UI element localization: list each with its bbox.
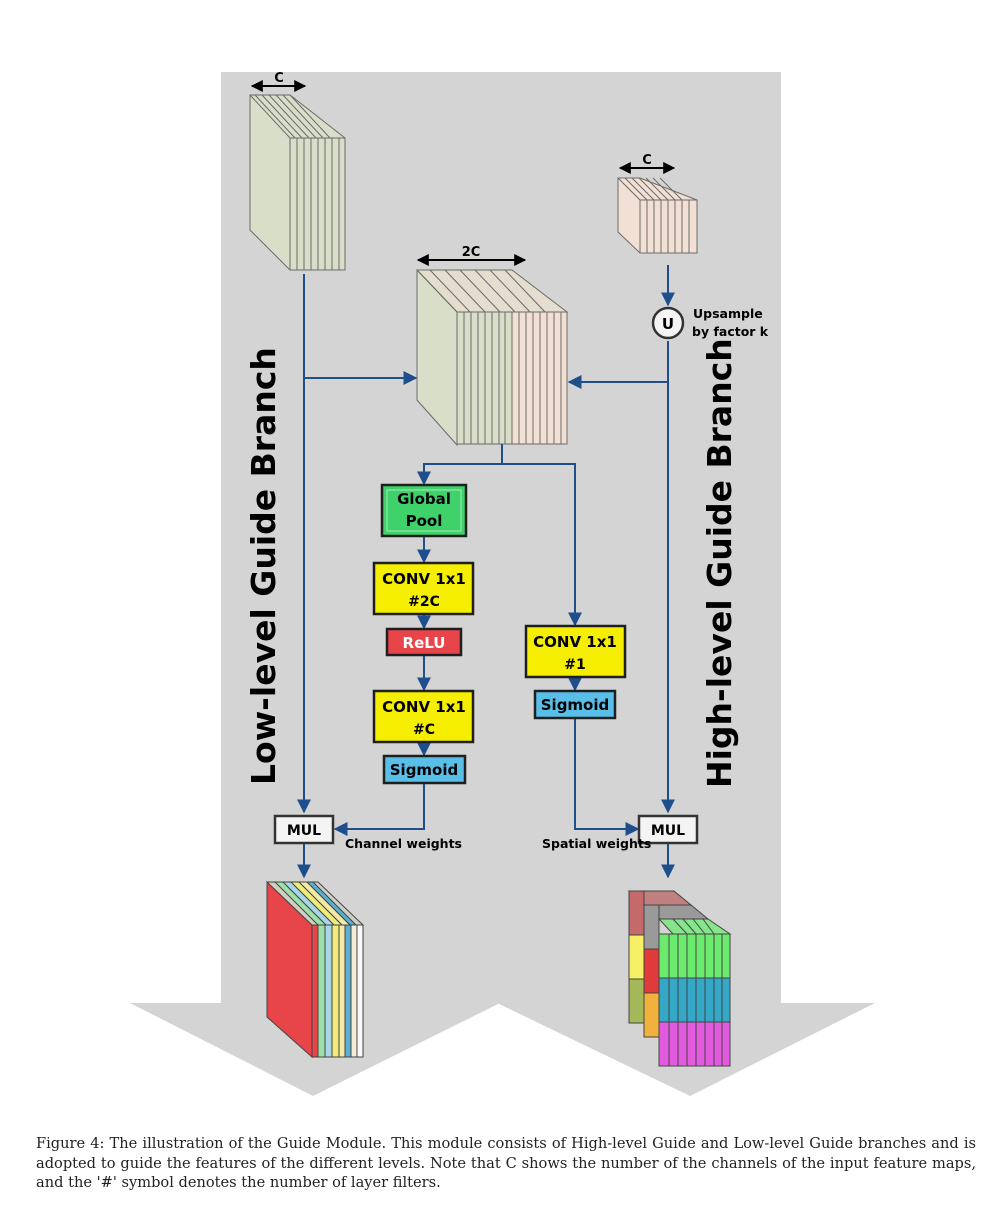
conv-c-line1: CONV 1x1	[382, 698, 466, 716]
upsample-label-2: by factor k	[692, 324, 769, 339]
upsample-node: U	[651, 306, 685, 340]
conv-2c-line2: #2C	[408, 594, 440, 610]
relu-label: ReLU	[403, 634, 446, 652]
conv-c-line2: #C	[413, 722, 435, 738]
upsample-symbol: U	[662, 315, 674, 333]
global-pool-line2: Pool	[406, 512, 443, 530]
conv-1-line1: CONV 1x1	[533, 633, 617, 651]
upsample-label-1: Upsample	[693, 306, 763, 321]
low-level-branch-title: Low-level Guide Branch	[244, 347, 283, 785]
global-pool-block: Global Pool	[380, 483, 468, 538]
spatial-weights-label: Spatial weights	[542, 836, 651, 851]
sigmoid-left-block: Sigmoid	[382, 754, 467, 785]
connector-lines	[297, 265, 675, 879]
channel-label-low: C	[274, 71, 284, 86]
mul-right-block: MUL	[637, 814, 699, 845]
conv-1-block: CONV 1x1 #1	[524, 624, 627, 679]
mul-left-label: MUL	[287, 823, 321, 839]
concatenated-feature-block	[415, 269, 569, 447]
high-level-branch-title: High-level Guide Branch	[700, 338, 739, 788]
channel-label-concat: 2C	[462, 245, 481, 260]
mul-left-block: MUL	[273, 814, 335, 845]
global-pool-line1: Global	[397, 490, 451, 508]
figure-caption: Figure 4: The illustration of the Guide …	[36, 1135, 976, 1191]
background-arrows	[130, 72, 875, 1096]
conv-2c-line1: CONV 1x1	[382, 570, 466, 588]
conv-1-line2: #1	[564, 657, 585, 673]
high-level-output-block	[627, 890, 732, 1067]
guide-module-diagram: C C	[130, 71, 875, 1096]
high-level-feature-block	[617, 177, 698, 254]
conv-c-block: CONV 1x1 #C	[372, 689, 475, 744]
sigmoid-left-label: Sigmoid	[390, 761, 459, 779]
low-level-output-block	[265, 880, 365, 1059]
conv-2c-block: CONV 1x1 #2C	[372, 561, 475, 616]
sigmoid-right-label: Sigmoid	[541, 696, 610, 714]
low-level-feature-block	[249, 94, 346, 271]
channel-weights-label: Channel weights	[345, 836, 462, 851]
mul-right-label: MUL	[651, 823, 685, 839]
relu-block: ReLU	[385, 627, 463, 657]
channel-label-high: C	[642, 153, 652, 168]
sigmoid-right-block: Sigmoid	[533, 689, 617, 720]
